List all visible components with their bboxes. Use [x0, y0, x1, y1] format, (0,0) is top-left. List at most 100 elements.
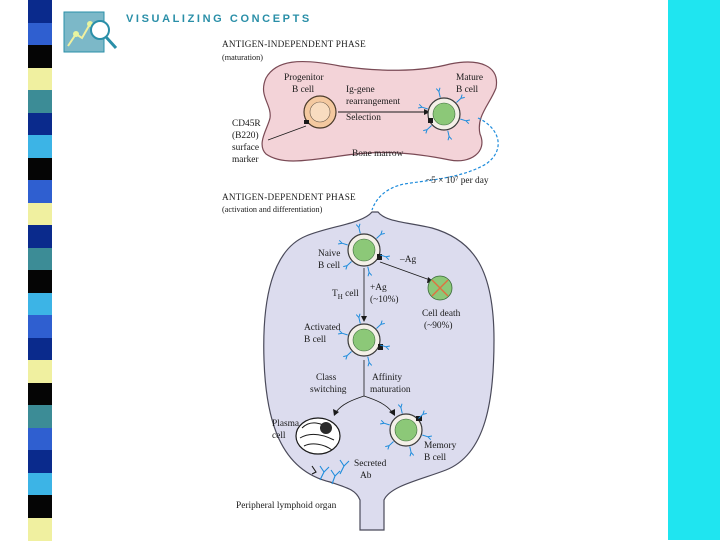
stripe-block	[28, 315, 52, 338]
stripe-block	[28, 202, 52, 226]
mature-label-2: B cell	[456, 85, 479, 95]
receptor-icon	[376, 230, 385, 239]
antibody-icon	[319, 465, 330, 481]
memory-b-cell	[389, 413, 423, 447]
stripe-block	[28, 112, 52, 136]
migration-arrow	[371, 117, 499, 211]
stripe-block	[28, 382, 52, 406]
receptor-icon	[380, 419, 390, 426]
th-cell-label: TH cell	[332, 289, 359, 301]
receptor-icon	[367, 266, 373, 277]
receptor-icon	[418, 410, 427, 419]
receptor-icon	[460, 118, 470, 125]
naive-label-2: B cell	[318, 261, 341, 271]
plasma-cell	[295, 417, 341, 455]
class-switching-label-2: switching	[310, 385, 347, 395]
receptor-icon	[380, 254, 390, 261]
stripe-block	[28, 22, 52, 46]
stripe-block	[28, 67, 52, 91]
stripe-block	[28, 405, 52, 428]
antibody-icon	[339, 459, 350, 475]
stripe-block	[28, 0, 52, 23]
activated-b-cell	[347, 323, 383, 357]
stripe-block	[28, 450, 52, 473]
receptor-icon	[338, 329, 348, 336]
stripe-block	[28, 427, 52, 451]
cell-death-label-2: (~90%)	[424, 320, 453, 331]
antibody-icon	[330, 469, 341, 485]
receptor-icon	[338, 239, 348, 246]
plasma-label: Plasma	[272, 419, 300, 429]
receptor-icon	[418, 103, 428, 110]
receptor-icon	[380, 344, 390, 351]
naive-label: Naive	[318, 249, 340, 259]
secreted-antibody-group	[311, 459, 350, 485]
receptor-icon	[456, 94, 465, 103]
brand-heading: VISUALIZING CONCEPTS	[126, 13, 312, 25]
ig-rearrangement-label-2: rearrangement	[346, 97, 401, 107]
activated-label: Activated	[304, 323, 341, 333]
stripe-block	[28, 337, 52, 361]
cell-death-label: Cell death	[422, 309, 461, 319]
receptor-icon	[422, 434, 432, 441]
stripe-block	[28, 180, 52, 203]
marker-label-3: surface	[232, 142, 259, 153]
secreted-label: Secreted	[354, 459, 387, 469]
receptor-icon	[385, 441, 394, 450]
ig-rearrangement-label: Ig-gene	[346, 85, 375, 95]
progenitor-label-2: B cell	[292, 85, 315, 95]
marker-label-1: CD45R	[232, 119, 261, 129]
plasma-label-2: cell	[272, 431, 286, 441]
stripe-block	[28, 45, 52, 68]
mature-label: Mature	[456, 73, 483, 83]
bone-marrow-label: Bone marrow	[352, 149, 404, 159]
receptor-icon	[355, 223, 361, 234]
stripe-block	[28, 90, 52, 113]
stripe-block	[28, 270, 52, 293]
selection-label: Selection	[346, 113, 381, 123]
memory-label: Memory	[424, 441, 457, 451]
receptor-icon	[367, 356, 373, 367]
class-switching-label: Class	[316, 373, 337, 383]
plus-ag-label-2: (~10%)	[370, 294, 399, 305]
right-cyan-bar	[668, 0, 720, 540]
surface-receptors	[338, 87, 470, 457]
death-arrow	[379, 261, 431, 281]
stripe-block	[28, 517, 52, 541]
stripe-block	[28, 472, 52, 496]
receptor-icon	[355, 313, 361, 324]
receptor-icon	[423, 125, 432, 134]
affinity-label: Affinity	[372, 372, 402, 383]
stripe-block	[28, 495, 52, 518]
marker-label-4: marker	[232, 155, 259, 165]
stripe-block	[28, 157, 52, 181]
independent-phase-subtitle: (maturation)	[222, 53, 263, 62]
secretion-arrow-icon	[311, 465, 317, 475]
receptor-icon	[409, 446, 415, 457]
receptor-icon	[435, 87, 441, 98]
dependent-phase-subtitle: (activation and differentiation)	[222, 205, 323, 214]
secreted-label-2: Ab	[360, 471, 372, 481]
dependent-phase-title: ANTIGEN-DEPENDENT PHASE	[222, 192, 356, 202]
progenitor-label: Progenitor	[284, 73, 324, 83]
naive-b-cell	[347, 233, 382, 267]
left-decorative-stripe	[28, 0, 52, 541]
stripe-block	[28, 225, 52, 248]
stripe-block	[28, 247, 52, 271]
receptor-icon	[447, 130, 453, 141]
minus-ag-label: –Ag	[399, 255, 416, 265]
progenitor-b-cell	[303, 95, 337, 129]
daily-rate-label: ~5 × 10⁷ per day	[426, 176, 489, 186]
bone-marrow-region	[261, 60, 498, 162]
marker-label-2: (B220)	[232, 130, 259, 141]
marker-pointer	[267, 125, 307, 141]
receptor-icon	[343, 261, 352, 270]
receptor-icon	[343, 351, 352, 360]
mature-b-cell	[427, 97, 461, 131]
stripe-block	[28, 135, 52, 158]
independent-phase-title: ANTIGEN-INDEPENDENT PHASE	[222, 39, 366, 49]
stripe-block	[28, 360, 52, 383]
affinity-label-2: maturation	[370, 385, 411, 395]
memory-label-2: B cell	[424, 453, 447, 463]
